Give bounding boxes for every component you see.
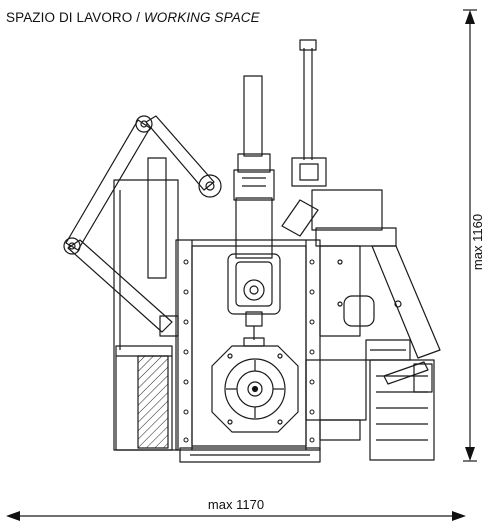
left-cabinet xyxy=(113,157,179,451)
main-body xyxy=(175,239,321,451)
tool-head xyxy=(227,253,281,347)
articulated-arm xyxy=(63,115,222,337)
turntable-hub xyxy=(211,345,299,433)
diagram-title: SPAZIO DI LAVORO / WORKING SPACE xyxy=(6,10,260,25)
width-dimension-label: max 1170 xyxy=(208,497,264,512)
width-dimension-line xyxy=(6,511,466,521)
title-italic-text: WORKING SPACE xyxy=(143,10,260,25)
height-dimension-label: max 1160 xyxy=(470,214,485,270)
title-main-text: SPAZIO DI LAVORO / xyxy=(6,10,144,25)
machine-base xyxy=(179,447,321,463)
right-assembly xyxy=(281,39,441,441)
height-dimension-line xyxy=(463,9,477,462)
pedal-ladder xyxy=(369,359,435,461)
main-column xyxy=(233,75,275,259)
